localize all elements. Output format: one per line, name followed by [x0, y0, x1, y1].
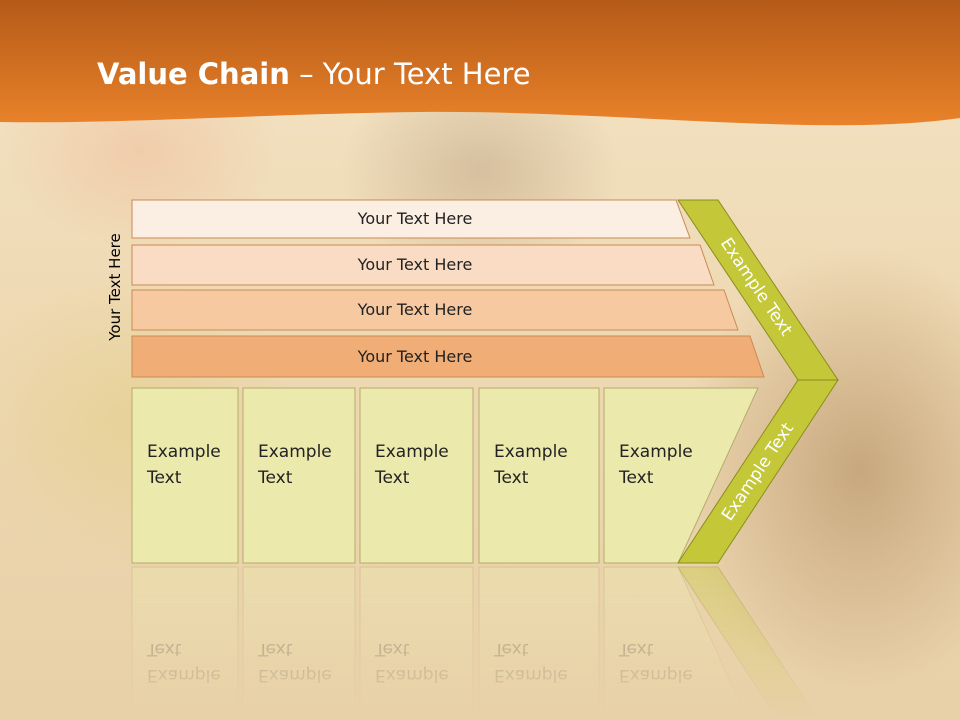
column-text-line2: Text — [619, 468, 654, 488]
column-text-line2: Text — [258, 468, 293, 488]
column-text-line1: Example — [375, 442, 449, 462]
column-box-3 — [359, 387, 474, 564]
band-label-2: Your Text Here — [357, 255, 473, 274]
column-text-line2: Text — [494, 468, 529, 488]
column-box-4 — [478, 387, 600, 564]
column-text-line1: Example — [258, 442, 332, 462]
band-label-3: Your Text Here — [357, 300, 473, 319]
column-text-line1: Example — [494, 442, 568, 462]
title-bold: Value Chain — [97, 57, 290, 91]
column-text-line2: Text — [375, 468, 410, 488]
band-3 — [131, 289, 739, 331]
slide-title: Value Chain – Your Text Here — [97, 52, 531, 96]
column-box-2 — [242, 387, 356, 564]
band-1 — [131, 199, 691, 239]
title-rest: – Your Text Here — [289, 57, 531, 91]
chevron-lower — [677, 379, 839, 564]
column-text-line2: Text — [147, 468, 182, 488]
header-banner — [0, 0, 960, 126]
band-label-4: Your Text Here — [357, 346, 473, 366]
band-4 — [131, 335, 765, 378]
band-label-1: Your Text Here — [357, 209, 473, 228]
column-text-line1: Example — [619, 442, 693, 462]
column-box-1 — [131, 387, 239, 564]
band-2 — [131, 244, 715, 286]
column-text-line1: Example — [147, 442, 221, 462]
